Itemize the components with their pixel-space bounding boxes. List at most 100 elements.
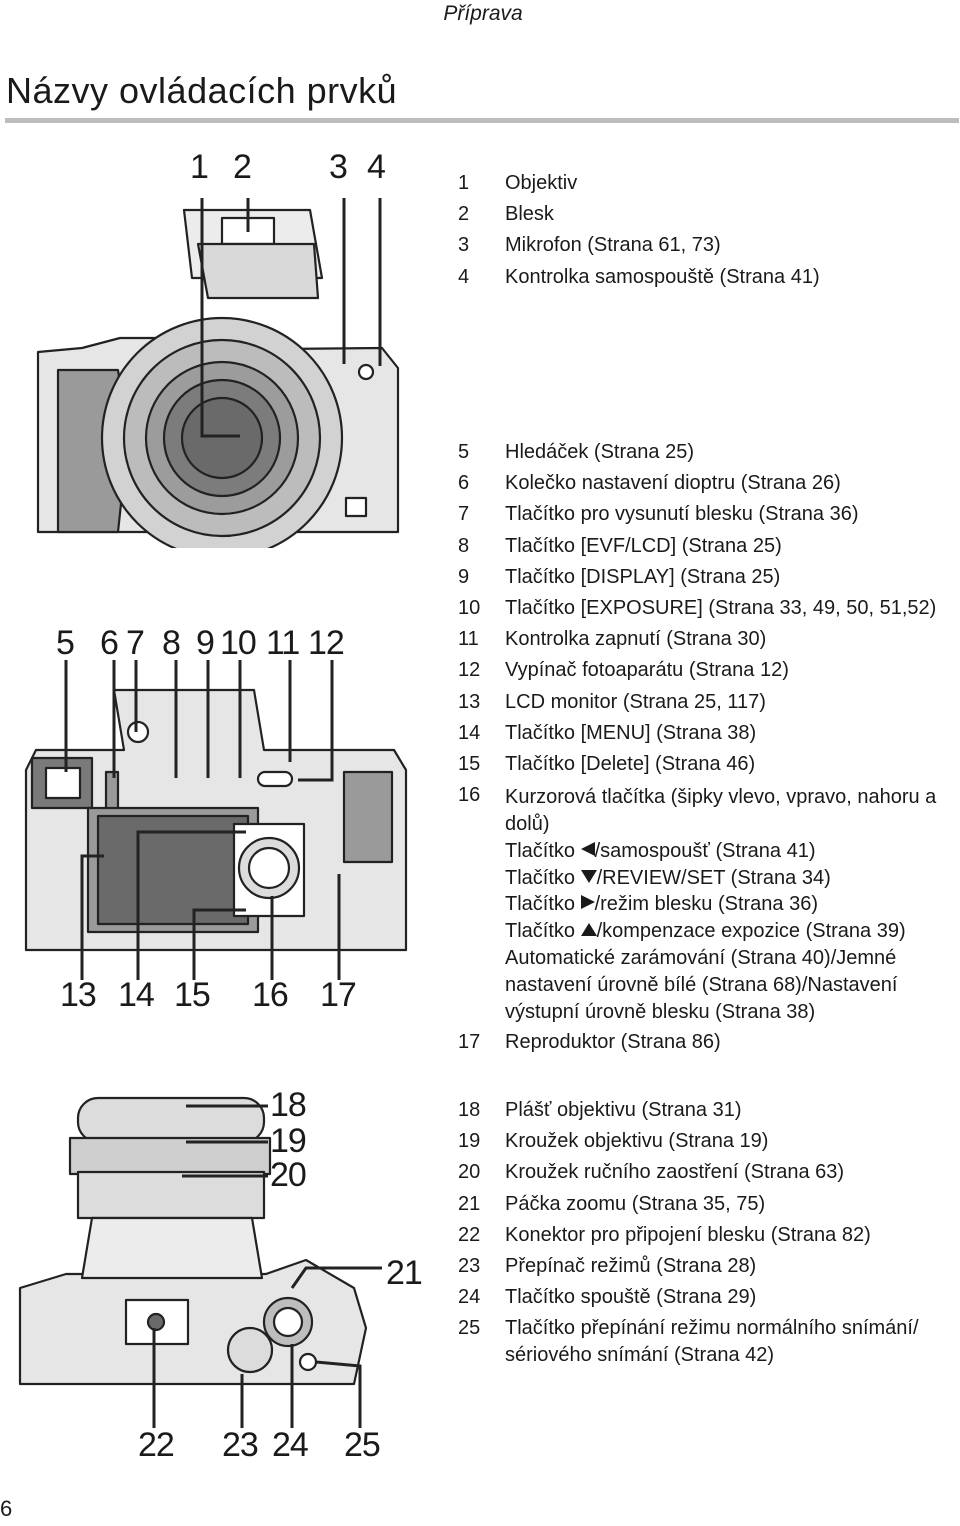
title-divider xyxy=(5,118,959,123)
legend-sub-extra: Automatické zarámování (Strana 40)/Jemné… xyxy=(505,947,898,1023)
legend-text: Kolečko nastavení dioptru (Strana 26) xyxy=(505,472,841,495)
left-triangle-icon xyxy=(580,841,595,856)
legend-number: 18 xyxy=(458,1099,481,1121)
down-triangle-icon xyxy=(580,869,597,883)
legend-item: 24 Tlačítko spouště (Strana 29) xyxy=(458,1282,948,1313)
callout-8: 8 xyxy=(162,624,181,662)
callout-5: 5 xyxy=(56,624,75,662)
legend-text: Vypínač fotoaparátu (Strana 12) xyxy=(505,659,789,682)
legend-sub-right: Tlačítko /režim blesku (Strana 36) xyxy=(505,893,818,916)
legend-item: 20 Kroužek ručního zaostření (Strana 63) xyxy=(458,1157,948,1188)
callout-7: 7 xyxy=(126,624,145,662)
legend-text: Plášť objektivu (Strana 31) xyxy=(505,1099,742,1121)
legend-text: Tlačítko [MENU] (Strana 38) xyxy=(505,721,757,744)
legend-number: 24 xyxy=(458,1286,481,1309)
legend-item: 1 Objektiv xyxy=(458,168,820,199)
right-triangle-icon xyxy=(580,895,595,910)
callout-9: 9 xyxy=(196,624,215,662)
callout-10: 10 xyxy=(220,624,257,662)
callout-13: 13 xyxy=(60,976,97,1014)
camera-rear-view-illustration xyxy=(24,660,408,980)
legend-number: 22 xyxy=(458,1223,481,1246)
legend-number: 8 xyxy=(458,534,470,557)
legend-text: Kontrolka zapnutí (Strana 30) xyxy=(505,628,767,651)
legend-text: Kurzorová tlačítka (šipky vlevo, vpravo,… xyxy=(505,786,937,836)
callout-21: 21 xyxy=(386,1254,423,1292)
callout-25: 25 xyxy=(344,1426,381,1464)
legend-text: Hledáček (Strana 25) xyxy=(505,441,694,463)
callout-15: 15 xyxy=(174,976,211,1014)
legend-number: 1 xyxy=(458,172,470,194)
legend-sub-up: Tlačítko /kompenzace expozice (Strana 39… xyxy=(505,920,906,943)
callout-12: 12 xyxy=(308,624,345,662)
legend-item: 6 Kolečko nastavení dioptru (Strana 26) xyxy=(458,468,958,499)
up-triangle-icon xyxy=(580,923,597,937)
legend-item: 23 Přepínač režimů (Strana 28) xyxy=(458,1251,948,1282)
legend-item: 5 Hledáček (Strana 25) xyxy=(458,437,958,468)
legend-text: Tlačítko [EXPOSURE] (Strana 33, 49, 50, … xyxy=(505,597,937,620)
legend-text: Blesk xyxy=(505,203,554,226)
legend-text: Mikrofon (Strana 61, 73) xyxy=(505,234,721,257)
callout-16: 16 xyxy=(252,976,289,1014)
legend-text: Objektiv xyxy=(505,172,578,194)
callout-23: 23 xyxy=(222,1426,259,1464)
callout-11: 11 xyxy=(266,624,300,662)
legend-item: 19 Kroužek objektivu (Strana 19) xyxy=(458,1126,948,1157)
camera-front-view-illustration xyxy=(36,198,400,548)
legend-number: 20 xyxy=(458,1161,481,1184)
legend-text: Tlačítko spouště (Strana 29) xyxy=(505,1286,757,1309)
legend-item: 17 Reproduktor (Strana 86) xyxy=(458,1027,958,1058)
legend-text: Konektor pro připojení blesku (Strana 82… xyxy=(505,1223,871,1246)
legend-number: 17 xyxy=(458,1031,481,1054)
legend-text: Kroužek ručního zaostření (Strana 63) xyxy=(505,1161,845,1184)
legend-number: 7 xyxy=(458,503,470,526)
legend-text: Tlačítko pro vysunutí blesku (Strana 36) xyxy=(505,503,859,526)
callout-17: 17 xyxy=(320,976,357,1014)
legend-number: 3 xyxy=(458,234,470,257)
legend-text: Přepínač režimů (Strana 28) xyxy=(505,1255,757,1278)
legend-text: Kontrolka samospouště (Strana 41) xyxy=(505,265,820,288)
camera-top-view-illustration xyxy=(18,1096,382,1428)
legend-number: 23 xyxy=(458,1255,481,1278)
legend-item: 10 Tlačítko [EXPOSURE] (Strana 33, 49, 50… xyxy=(458,593,958,624)
callout-20: 20 xyxy=(270,1156,307,1194)
legend-number: 25 xyxy=(458,1317,481,1340)
legend-number: 19 xyxy=(458,1130,481,1153)
callout-14: 14 xyxy=(118,976,155,1014)
legend-sub-down: Tlačítko /REVIEW/SET (Strana 34) xyxy=(505,866,831,889)
legend-text: Reproduktor (Strana 86) xyxy=(505,1031,721,1054)
legend-item: 3 Mikrofon (Strana 61, 73) xyxy=(458,230,820,261)
legend-number: 15 xyxy=(458,753,481,776)
page-number: 6 xyxy=(0,1496,13,1521)
callout-24: 24 xyxy=(272,1426,309,1464)
legend-text: Páčka zoomu (Strana 35, 75) xyxy=(505,1192,766,1215)
legend-item: 25 Tlačítko přepínání režimu normálního s… xyxy=(458,1315,948,1369)
callout-6: 6 xyxy=(100,624,119,662)
legend-item: 18 Plášť objektivu (Strana 31) xyxy=(458,1095,948,1126)
legend-number: 9 xyxy=(458,565,470,588)
callout-18: 18 xyxy=(270,1086,307,1124)
legend-number: 5 xyxy=(458,441,470,463)
legend-number: 10 xyxy=(458,597,481,620)
legend-text: Tlačítko přepínání režimu normálního sní… xyxy=(505,1317,919,1367)
legend-number: 12 xyxy=(458,659,481,682)
section-header: Příprava xyxy=(443,2,523,25)
page-title: Názvy ovládacích prvků xyxy=(6,70,398,111)
legend-number: 6 xyxy=(458,472,470,495)
legend-text: LCD monitor (Strana 25, 117) xyxy=(505,690,766,713)
legend-rear: 5 Hledáček (Strana 25) 6 Kolečko nastavení… xyxy=(458,437,958,1059)
legend-number: 11 xyxy=(458,628,479,651)
legend-item: 22 Konektor pro připojení blesku (Strana … xyxy=(458,1220,948,1251)
legend-item-16: 16 Kurzorová tlačítka (šipky vlevo, vpra… xyxy=(458,782,958,1025)
legend-text: Kroužek objektivu (Strana 19) xyxy=(505,1130,769,1153)
callout-2: 2 xyxy=(233,148,252,186)
legend-item: 12 Vypínač fotoaparátu (Strana 12) xyxy=(458,655,958,686)
